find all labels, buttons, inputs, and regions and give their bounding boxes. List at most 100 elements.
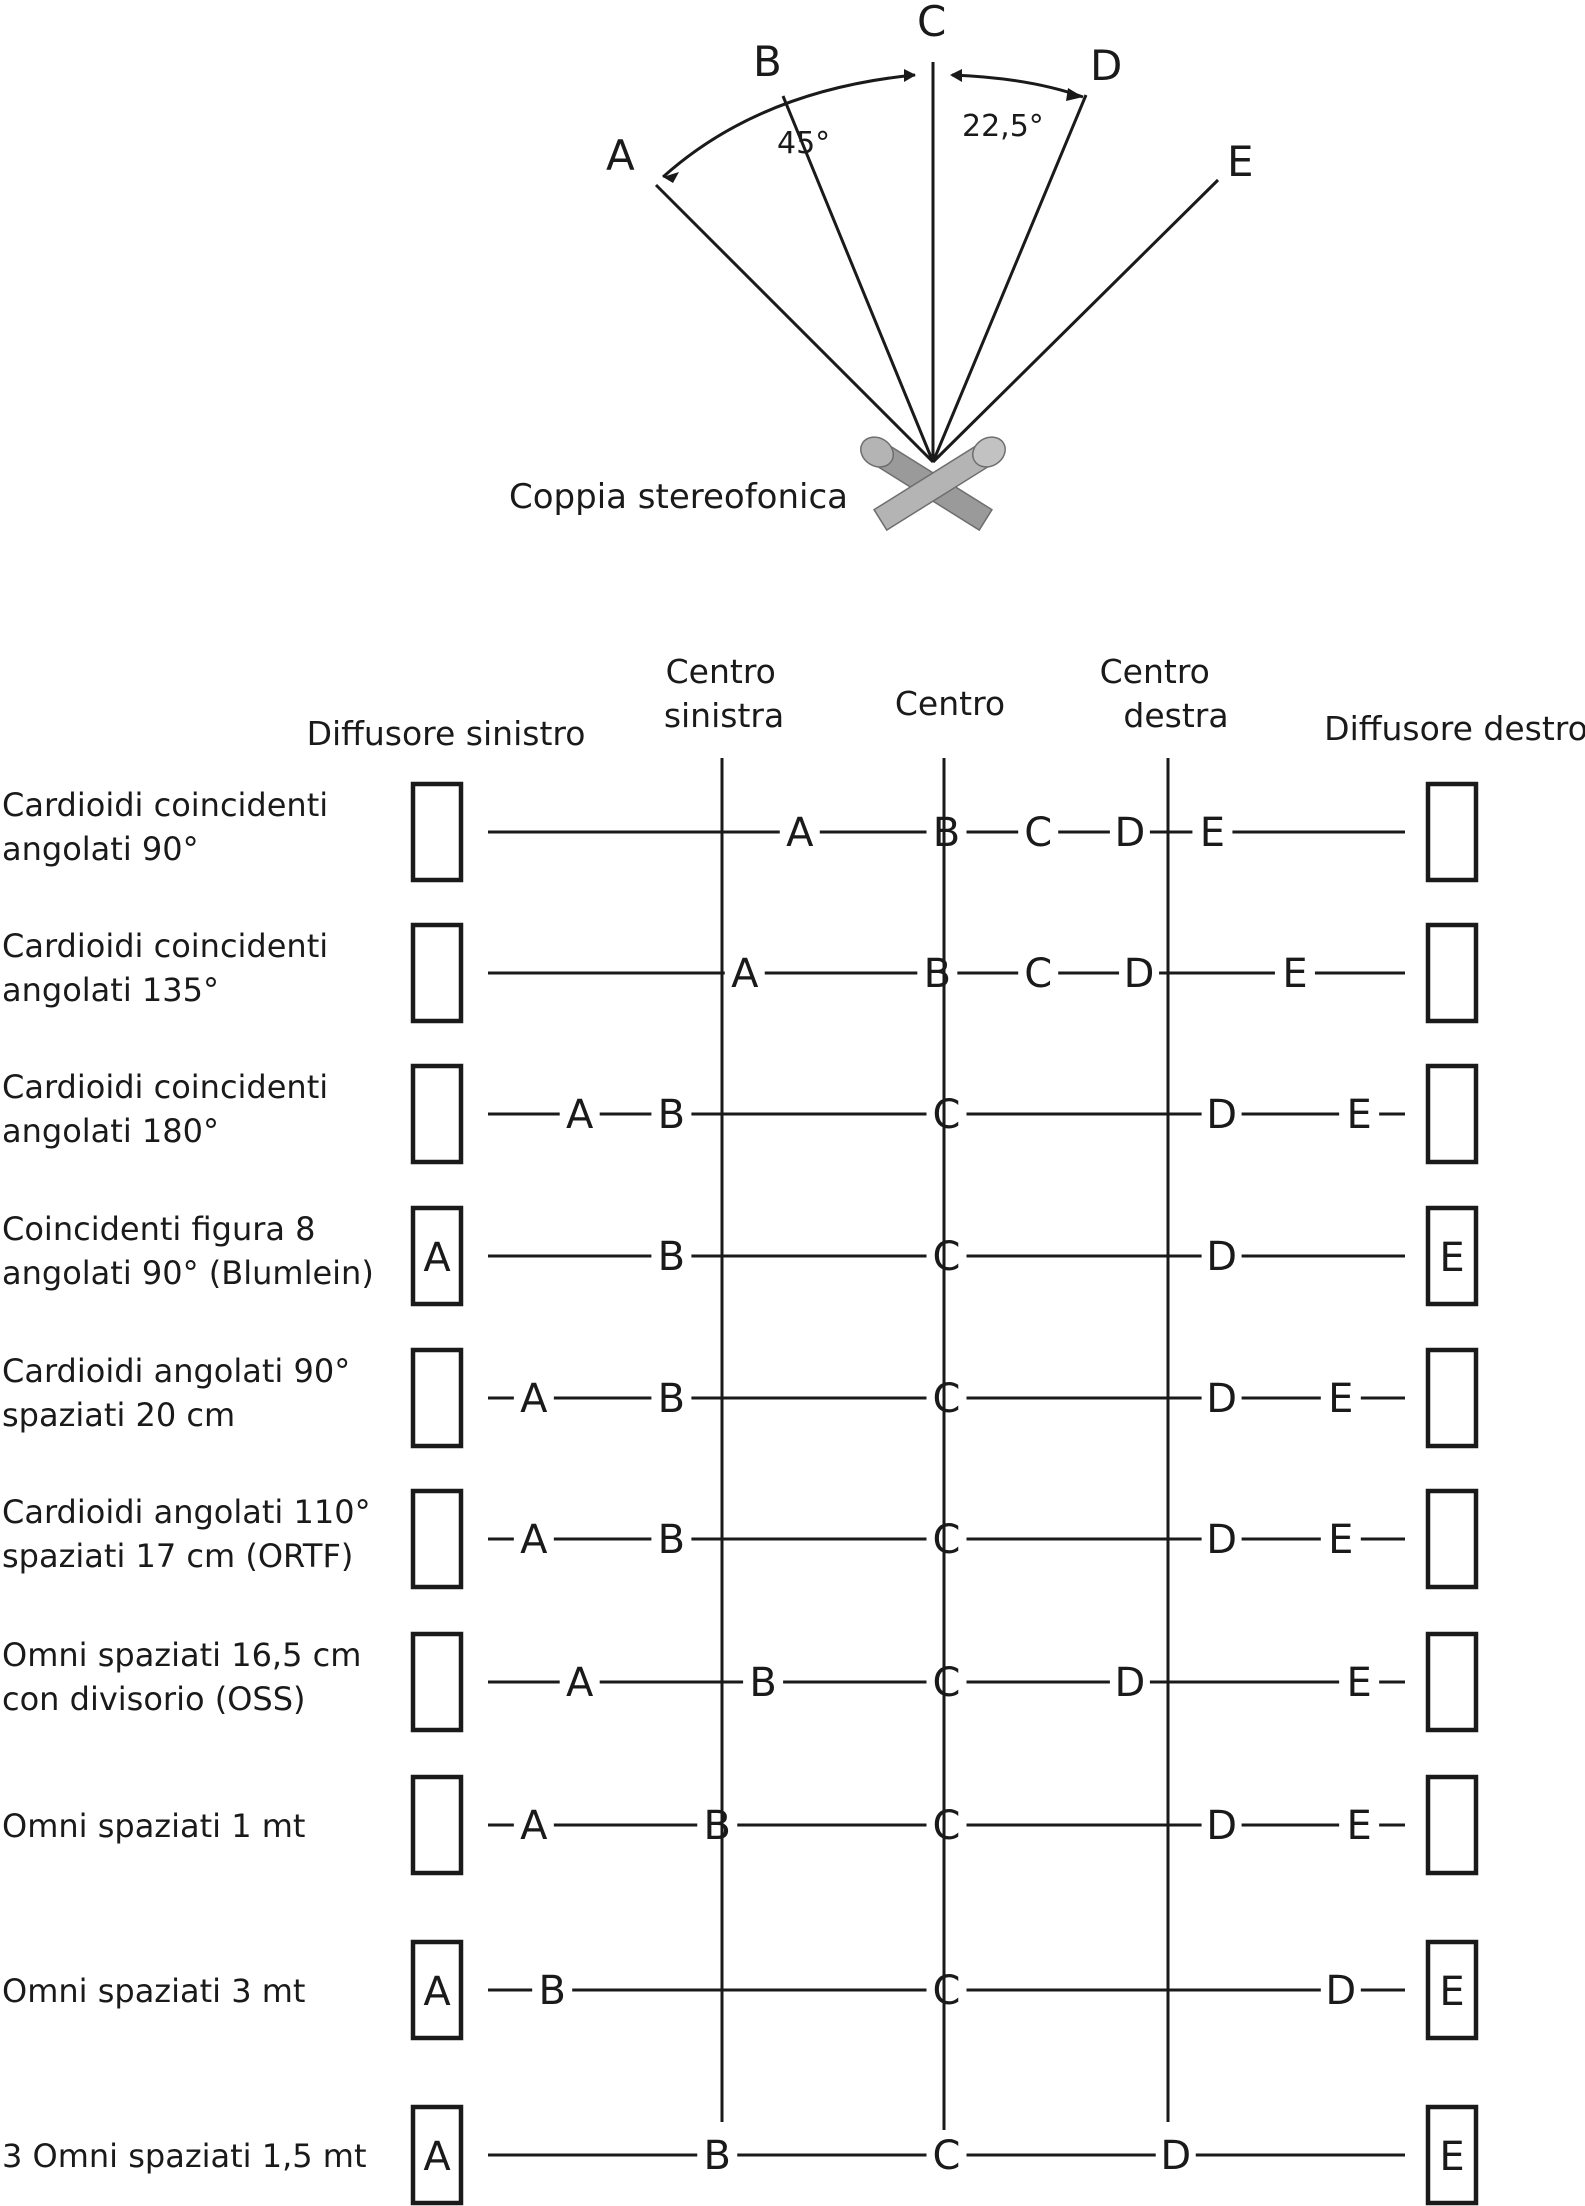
row-label-line: Coincidenti figura 8 (2, 1210, 316, 1248)
angle-arc-45 (661, 73, 916, 179)
row-label-line: con divisorio (OSS) (2, 1680, 305, 1718)
row-label-line: Cardioidi angolati 90° (2, 1352, 350, 1390)
mic-d-position: D (1325, 1968, 1356, 2014)
mic-d-position: D (1160, 2133, 1191, 2179)
mic-e-position: E (1347, 1092, 1372, 1138)
ray-label-b: B (753, 37, 782, 86)
right-speaker-box (1425, 1939, 1479, 2041)
mic-a-position: A (520, 1376, 548, 1422)
row-label: 3 Omni spaziati 1,5 mt (2, 2137, 367, 2175)
mic-b-position: B (538, 1968, 565, 2014)
mic-d-position: D (1206, 1803, 1237, 1849)
left-speaker-letter: A (423, 2134, 451, 2180)
mic-c-position: C (1024, 951, 1052, 997)
mic-c-position: C (933, 1517, 961, 1563)
right-speaker-box (1425, 1347, 1479, 1449)
left-speaker-letter: A (423, 1235, 451, 1281)
mic-e-position: E (1328, 1376, 1353, 1422)
mic-a-position: A (731, 951, 759, 997)
header-center-right-line-1: Centro (1100, 652, 1210, 691)
row-label: Cardioidi coincidenti angolati 180° (2, 1068, 328, 1150)
vertical-reference-lines (720, 758, 1170, 2130)
configuration-row: Omni spaziati 16,5 cm con divisorio (OSS)… (2, 1631, 1479, 1733)
header-left-speaker: Diffusore sinistro (307, 714, 586, 753)
right-speaker-box (1425, 781, 1479, 883)
right-speaker-box (1425, 1631, 1479, 1733)
row-label: Omni spaziati 16,5 cm con divisorio (OSS) (2, 1636, 361, 1718)
configuration-row: Cardioidi angolati 110°spaziati 17 cm (O… (2, 1488, 1479, 1590)
mic-b-position: B (933, 810, 960, 856)
ray-d (931, 94, 1088, 463)
row-label-line: Cardioidi coincidenti (2, 1068, 328, 1106)
mic-b-position: B (658, 1234, 685, 1280)
angle-label-22-5: 22,5° (962, 109, 1044, 144)
ray-label-e: E (1227, 137, 1254, 186)
mic-d-position: D (1124, 951, 1155, 997)
mic-a-position: A (566, 1092, 594, 1138)
right-speaker-box (1425, 1488, 1479, 1590)
left-speaker-box (410, 1488, 464, 1590)
mic-e-position: E (1200, 810, 1225, 856)
mic-b-position: B (658, 1376, 685, 1422)
ray-label-d: D (1090, 41, 1122, 90)
right-speaker-letter: E (1439, 2134, 1464, 2180)
mic-c-position: C (933, 1968, 961, 2014)
row-label: Cardioidi angolati 110°spaziati 17 cm (O… (2, 1493, 371, 1575)
row-label-line: Cardioidi coincidenti (2, 927, 328, 965)
header-center-left-line-1: Centro (666, 652, 776, 691)
mic-a-position: A (786, 810, 814, 856)
row-label-line: 3 Omni spaziati 1,5 mt (2, 2137, 367, 2175)
mic-d-position: D (1206, 1517, 1237, 1563)
row-label-line: angolati 180° (2, 1112, 219, 1150)
header-center: Centro (895, 684, 1005, 723)
mic-d-position: D (1114, 810, 1145, 856)
header-center-left-line-2: sinistra (664, 696, 784, 735)
ray-label-a: A (606, 131, 635, 180)
right-speaker-box (1425, 922, 1479, 1024)
right-speaker-box (1425, 1774, 1479, 1876)
mic-b-position: B (924, 951, 951, 997)
column-headers: Diffusore sinistro Centro sinistra Centr… (307, 652, 1585, 753)
mic-e-position: E (1347, 1660, 1372, 1706)
angle-arc-22-5 (951, 73, 1084, 99)
row-label-line: spaziati 20 cm (2, 1396, 235, 1434)
left-speaker-box (410, 1631, 464, 1733)
row-label-line: angolati 90° (2, 830, 199, 868)
row-label: Omni spaziati 1 mt (2, 1807, 305, 1845)
left-speaker-box (410, 1774, 464, 1876)
mic-b-position: B (749, 1660, 776, 1706)
mic-d-position: D (1206, 1234, 1237, 1280)
right-speaker-letter: E (1439, 1235, 1464, 1281)
mic-e-position: E (1328, 1517, 1353, 1563)
stereo-mic-pair-icon (860, 436, 1006, 532)
mic-d-position: D (1114, 1660, 1145, 1706)
arc-arrowheads (663, 69, 1083, 183)
left-speaker-letter: A (423, 1969, 451, 2015)
mic-c-position: C (933, 1234, 961, 1280)
mic-a-position: A (520, 1517, 548, 1563)
mic-b-position: B (658, 1517, 685, 1563)
row-label-line: Cardioidi angolati 110° (2, 1493, 371, 1531)
row-label-line: Omni spaziati 16,5 cm (2, 1636, 361, 1674)
angle-label-45: 45° (777, 126, 830, 161)
right-speaker-box (1425, 1205, 1479, 1307)
left-speaker-box (410, 1939, 464, 2041)
row-label-line: Omni spaziati 1 mt (2, 1807, 305, 1845)
header-center-right: Centro destra (1100, 652, 1229, 735)
ray-a (654, 183, 935, 464)
header-center-left: Centro sinistra (664, 652, 787, 735)
mic-pair-caption: Coppia stereofonica (509, 477, 848, 517)
mic-c-position: C (933, 1092, 961, 1138)
mic-c-position: C (1024, 810, 1052, 856)
row-label-line: Omni spaziati 3 mt (2, 1972, 305, 2010)
mic-d-position: D (1206, 1092, 1237, 1138)
